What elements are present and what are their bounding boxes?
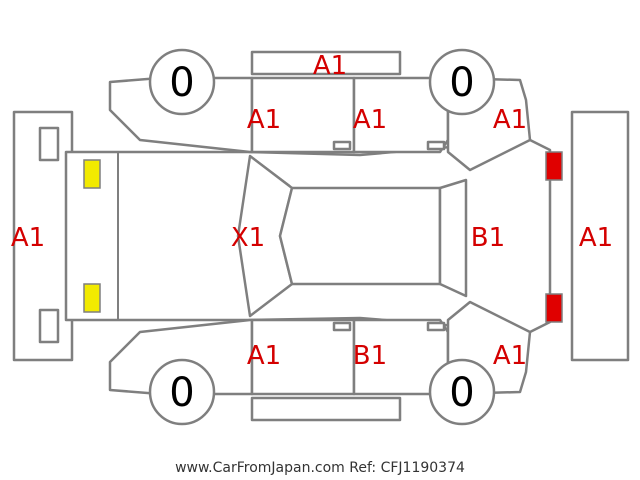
code-left-rear-door: A1 xyxy=(353,105,387,135)
tire-front-right xyxy=(148,358,216,426)
code-left-front-door: A1 xyxy=(247,105,281,135)
code-left-rear-fender: A1 xyxy=(493,105,527,135)
bottom-side-panels xyxy=(108,300,532,422)
rear-light-top xyxy=(545,151,563,181)
code-hood: X1 xyxy=(231,223,265,253)
front-light-bottom xyxy=(83,283,101,313)
front-bumper xyxy=(12,110,74,362)
tire-rear-right xyxy=(428,358,496,426)
tire-rear-left-label: 0 xyxy=(449,60,474,106)
code-rear-glass-trunk: B1 xyxy=(471,223,505,253)
tire-rear-right-label: 0 xyxy=(449,370,474,416)
code-right-rear-fender: A1 xyxy=(493,341,527,371)
cabin-top xyxy=(236,154,468,318)
code-rear-bumper: A1 xyxy=(579,223,613,253)
tire-rear-left xyxy=(428,48,496,116)
rear-light-bottom xyxy=(545,293,563,323)
code-roof: A1 xyxy=(313,51,347,81)
tire-front-left-label: 0 xyxy=(169,60,194,106)
front-light-top xyxy=(83,159,101,189)
code-right-front-door: A1 xyxy=(247,341,281,371)
code-front-bumper: A1 xyxy=(11,223,45,253)
top-side-panels xyxy=(108,50,532,172)
rear-bumper xyxy=(570,110,630,362)
footer-reference: www.CarFromJapan.com Ref: CFJ1190374 xyxy=(175,460,465,476)
code-right-rear-door: B1 xyxy=(353,341,387,371)
tire-front-right-label: 0 xyxy=(169,370,194,416)
tire-front-left xyxy=(148,48,216,116)
